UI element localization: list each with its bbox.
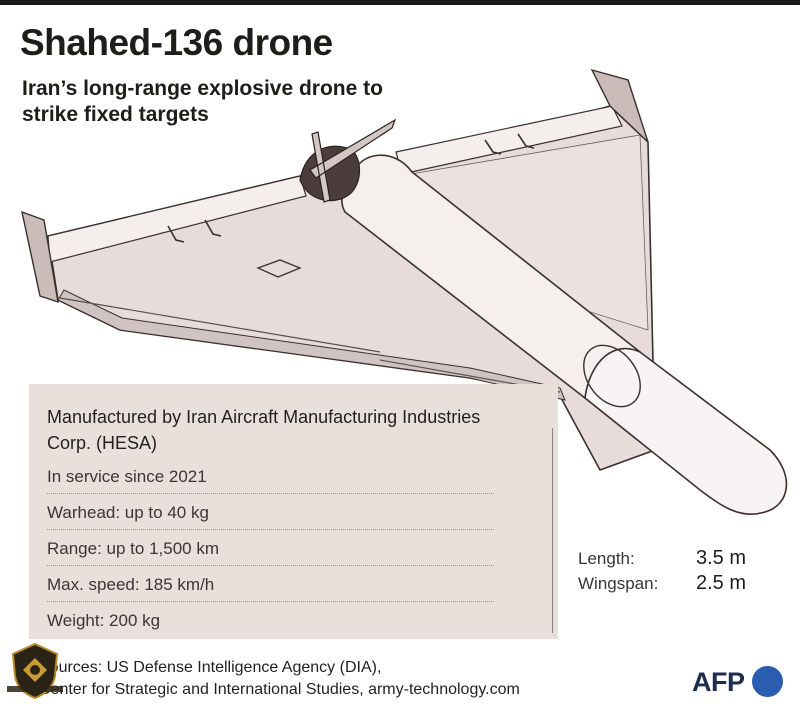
drone-propeller	[309, 118, 397, 203]
length-value: 3.5 m	[696, 547, 747, 569]
page-title: Shahed-136 drone	[20, 22, 333, 63]
top-rule	[0, 0, 800, 5]
spec-range: Range: up to 1,500 km	[47, 532, 494, 566]
spec-warhead: Warhead: up to 40 kg	[47, 496, 494, 530]
forum-watermark-badge	[7, 642, 63, 700]
drone-nose	[584, 347, 788, 515]
page-subtitle: Iran’s long-range explosive drone to str…	[22, 77, 383, 126]
sources-line-2: Center for Strategic and International S…	[39, 681, 520, 698]
manufacturer-text: Manufactured by Iran Aircraft Manufactur…	[47, 407, 481, 453]
afp-logo-text: AFP	[692, 667, 745, 697]
specifications-panel	[29, 384, 558, 639]
length-label: Length:	[578, 549, 635, 568]
spec-weight: Weight: 200 kg	[47, 611, 161, 630]
right-winglet	[590, 68, 649, 143]
wingspan-label: Wingspan:	[578, 574, 659, 593]
sources-line-1: Sources: US Defense Intelligence Agency …	[39, 659, 382, 676]
wingspan-value: 2.5 m	[696, 572, 747, 594]
panel-divider	[552, 428, 553, 633]
afp-logo-dot	[752, 666, 783, 697]
spec-max-speed: Max. speed: 185 km/h	[47, 568, 494, 602]
spec-in-service: In service since 2021	[47, 460, 494, 494]
sources-text: Sources: US Defense Intelligence Agency …	[39, 657, 599, 701]
left-winglet	[21, 210, 59, 304]
